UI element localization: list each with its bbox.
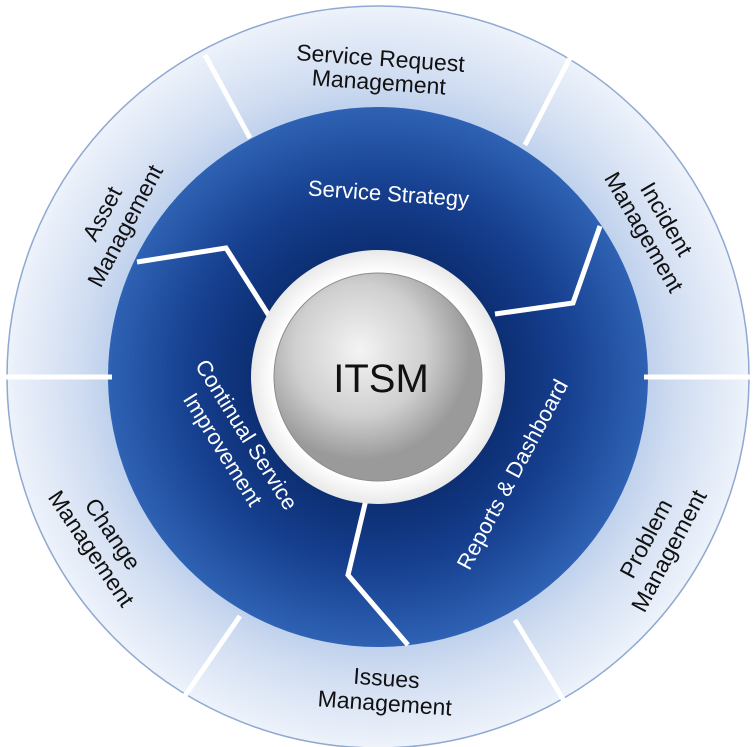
center-disc: [273, 272, 483, 482]
outer-dividers: [5, 53, 751, 706]
outer-label-issues-line1: Issues: [352, 663, 420, 694]
center-label: ITSM: [333, 357, 429, 401]
